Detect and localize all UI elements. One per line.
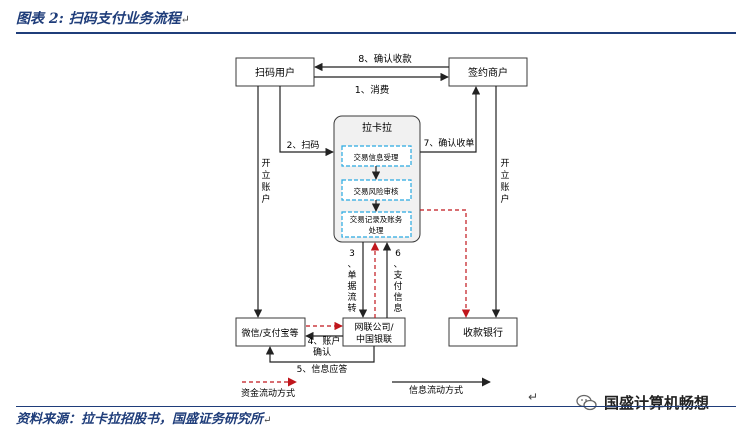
svg-text:据: 据 [347, 280, 356, 292]
node-bank-label: 收款银行 [463, 326, 503, 339]
source-rule [16, 406, 736, 407]
node-bank: 收款银行 [448, 317, 518, 347]
open-account-right-label: 开 立 账 户 [500, 158, 509, 205]
svg-text:户: 户 [500, 193, 509, 205]
open-account-left-label: 开 立 账 户 [261, 158, 270, 205]
edge-6-label: 6 、 支 付 信 息 [393, 249, 402, 314]
node-merchant: 签约商户 [448, 57, 528, 87]
legend-fund-flow-label: 资金流动方式 [241, 387, 295, 399]
svg-text:开: 开 [261, 158, 270, 169]
svg-text:户: 户 [261, 193, 270, 205]
node-unionpay-label-2: 中国银联 [356, 333, 392, 345]
figure-title: 图表 2: 扫码支付业务流程↵ [16, 11, 190, 27]
source-note: 资料来源：拉卡拉招股书，国盛证务研究所↵ [16, 412, 272, 427]
edge-2-scan [279, 86, 334, 157]
node-scan-user-label: 扫码用户 [255, 66, 295, 79]
svg-text:、: 、 [347, 260, 356, 270]
watermark: 国盛计算机畅想 [576, 392, 709, 413]
watermark-text: 国盛计算机畅想 [604, 394, 710, 412]
legend-fund-flow: 资金流动方式 [241, 377, 297, 399]
svg-text:立: 立 [261, 169, 270, 181]
node-scan-user: 扫码用户 [235, 57, 315, 87]
svg-text:单: 单 [347, 269, 356, 281]
node-wechat-label: 微信/支付宝等 [241, 327, 298, 339]
svg-text:息: 息 [393, 302, 402, 314]
edge-7-confirm-acquiring [420, 86, 481, 153]
edge-2-label: 2、扫码 [287, 139, 320, 151]
legend-info-flow-label: 信息流动方式 [409, 384, 463, 396]
title-rule [16, 32, 736, 34]
fund-flow-lakala-to-bank [420, 209, 471, 318]
edge-5-label: 5、信息应答 [297, 363, 348, 375]
node-unionpay-label-1: 网联公司/ [354, 322, 394, 333]
edge-5-info-response [265, 346, 375, 363]
edge-1-label: 1、消费 [355, 84, 390, 96]
node-unionpay: 网联公司/ 中国银联 [342, 317, 406, 347]
edge-4-label-2: 确认 [313, 346, 331, 358]
edge-7-label: 7、确认收单 [424, 137, 475, 149]
svg-text:立: 立 [500, 169, 509, 181]
svg-text:支: 支 [393, 269, 402, 281]
svg-text:流: 流 [347, 291, 356, 303]
sub-tx-info: 交易信息受理 [341, 145, 412, 167]
wechat-icon [576, 394, 597, 410]
sub-tx-record-label-1: 交易记录及账务 [350, 214, 403, 224]
sub-tx-risk: 交易风险审核 [341, 179, 412, 201]
edge-8-label: 8、确认收款 [358, 53, 412, 65]
return-mark: ↵ [528, 390, 539, 404]
node-lakala-label: 拉卡拉 [362, 121, 392, 134]
svg-text:付: 付 [393, 281, 402, 292]
svg-text:、: 、 [393, 260, 402, 270]
svg-text:账: 账 [261, 182, 270, 193]
svg-text:3: 3 [349, 249, 355, 259]
node-wechat: 微信/支付宝等 [235, 317, 306, 347]
sub-tx-record-label-2: 处理 [369, 225, 384, 235]
svg-text:6: 6 [395, 249, 401, 259]
svg-text:信: 信 [393, 291, 402, 303]
edge-4-label-1: 4、账户 [308, 335, 341, 347]
svg-text:转: 转 [347, 302, 356, 314]
sub-tx-record: 交易记录及账务 处理 [341, 211, 412, 238]
sub-tx-risk-label: 交易风险审核 [354, 186, 399, 196]
svg-text:开: 开 [500, 158, 509, 169]
sub-tx-info-label: 交易信息受理 [354, 152, 399, 162]
svg-text:账: 账 [500, 182, 509, 193]
edge-3-label: 3 、 单 据 流 转 [347, 249, 356, 314]
node-merchant-label: 签约商户 [468, 66, 508, 79]
legend-info-flow: 信息流动方式 [392, 377, 491, 396]
